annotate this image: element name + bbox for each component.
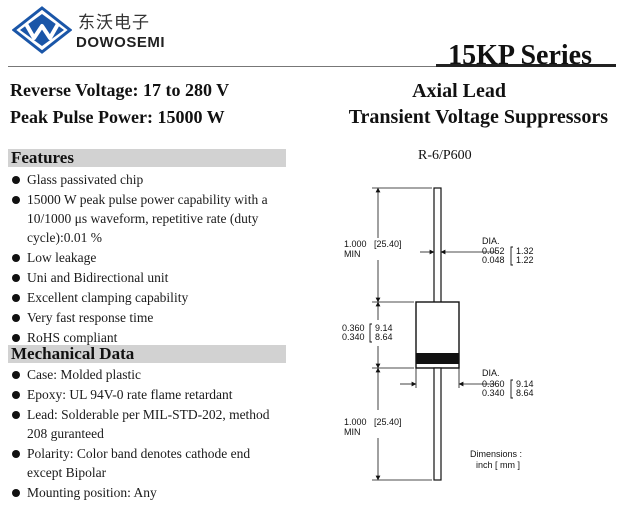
lead-length-value: 1.000 [344,239,367,249]
lead-dia-label: DIA. [482,236,500,246]
package-name: R-6/P600 [418,148,472,163]
dimensions-note: Dimensions : [470,449,522,459]
package-outline-diagram: 1.000 [25.40] MIN 0.360 0.340 9.14 8.64 … [342,187,534,481]
lead-length-bottom-label: MIN [344,427,361,437]
body-length-max: 0.360 [342,323,365,333]
top-lead [433,187,442,307]
body-dia-min: 0.340 [482,388,505,398]
list-item: Glass passivated chip [10,170,286,189]
reverse-voltage-spec: Reverse Voltage: 17 to 280 V [10,80,230,100]
list-item: Case: Molded plastic [10,365,286,384]
lead-dia-min: 0.048 [482,255,505,265]
product-title-line2: Transient Voltage Suppressors [348,106,608,128]
list-item: Excellent clamping capability [10,288,286,307]
list-item: Mounting position: Any [10,483,286,502]
lead-length-label: MIN [344,249,361,259]
body-length-min-mm: 8.64 [375,332,393,342]
brand-name-cn: 东沃电子 [78,13,150,33]
brand-name-en: DOWOSEMI [76,34,165,51]
list-item: Uni and Bidirectional unit [10,268,286,287]
header-divider [8,66,616,67]
list-item: Lead: Solderable per MIL-STD-202, method… [10,405,286,443]
list-item: Very fast response time [10,308,286,327]
mechanical-data-list: Case: Molded plastic Epoxy: UL 94V-0 rat… [10,365,286,503]
features-list: Glass passivated chip 15000 W peak pulse… [10,170,286,348]
body-dia-min-mm: 8.64 [516,388,534,398]
product-title-line1: Axial Lead [412,80,506,102]
cathode-band [416,353,459,364]
peak-pulse-power-spec: Peak Pulse Power: 15000 W [10,107,225,127]
dowosemi-logo [12,6,72,54]
body-dia-label: DIA. [482,368,500,378]
series-title: 15KP Series [448,40,592,71]
body-length-max-mm: 9.14 [375,323,393,333]
lead-length-mm: [25.40] [374,239,402,249]
header-divider-accent [436,64,616,67]
list-item: 15000 W peak pulse power capability with… [10,190,286,247]
lead-length-bottom-value: 1.000 [344,417,367,427]
lead-dia-max: 0.052 [482,246,505,256]
list-item: Polarity: Color band denotes cathode end… [10,444,286,482]
lead-dia-min-mm: 1.22 [516,255,534,265]
mechanical-data-heading: Mechanical Data [8,345,286,363]
list-item: Low leakage [10,248,286,267]
lead-dia-max-mm: 1.32 [516,246,534,256]
dimensions-unit-note: inch [ mm ] [476,460,520,470]
body-dia-max-mm: 9.14 [516,379,534,389]
list-item: Epoxy: UL 94V-0 rate flame retardant [10,385,286,404]
lead-length-bottom-mm: [25.40] [374,417,402,427]
features-heading: Features [8,149,286,167]
body-dia-max: 0.360 [482,379,505,389]
list-item: RoHS compliant [10,328,286,347]
bottom-lead [433,367,442,481]
body-length-min: 0.340 [342,332,365,342]
